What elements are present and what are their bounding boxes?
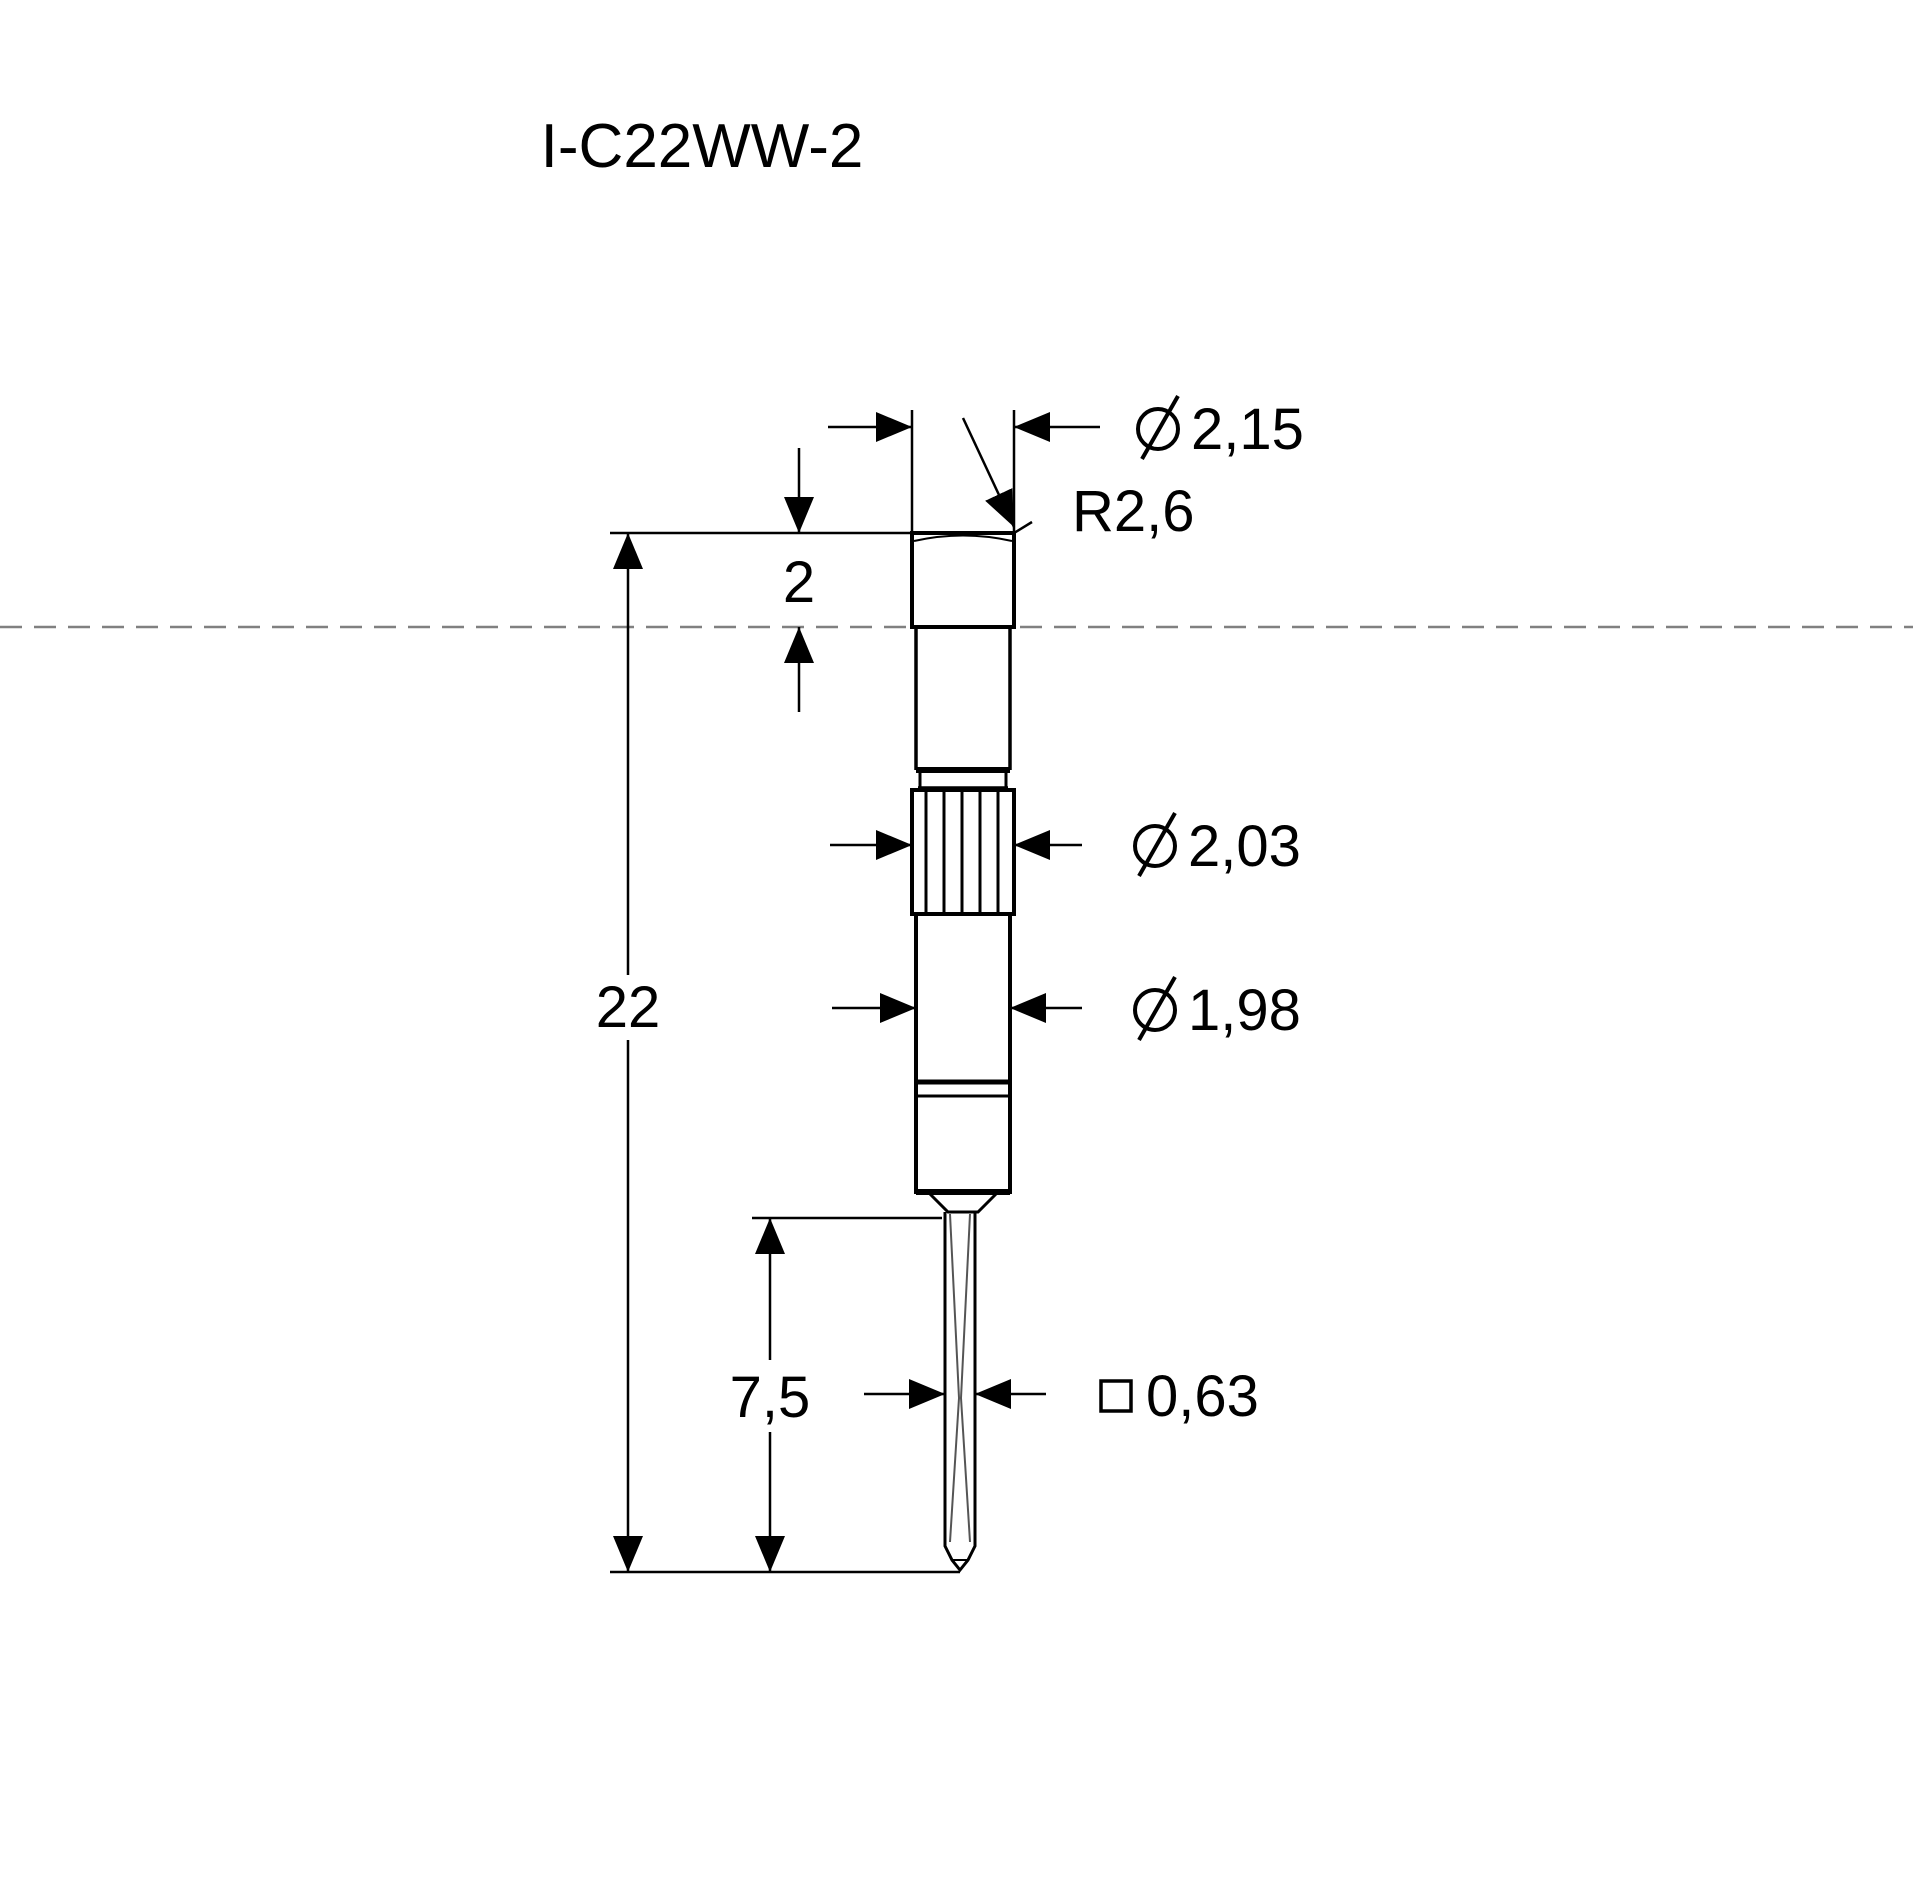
wire-wrap-pin [943, 1212, 977, 1573]
drawing-title: I-C22WW-2 [541, 112, 864, 181]
overall-length-value: 22 [596, 975, 661, 1040]
dim-head-diameter [828, 410, 1100, 533]
head-diameter-value: 2,15 [1191, 397, 1304, 462]
lower-body [914, 912, 1012, 1194]
diameter-symbol-icon [1133, 976, 1177, 1041]
dim-pin-length [752, 1216, 942, 1572]
diameter-symbol-icon [1136, 395, 1180, 460]
head-height-value: 2 [783, 550, 815, 615]
contact-outline [910, 531, 1016, 1573]
pin-length-value: 7,5 [730, 1365, 811, 1430]
dim-overall-length [610, 531, 960, 1574]
knurl-diameter-value: 2,03 [1188, 814, 1301, 879]
body-diameter-value: 1,98 [1188, 978, 1301, 1043]
square-symbol-icon [1099, 1379, 1133, 1413]
radius-value: R2,6 [1072, 479, 1195, 544]
pin-square-value: 0,63 [1146, 1364, 1259, 1429]
dim-radius [961, 417, 1033, 535]
head-cap [910, 531, 1016, 629]
diameter-symbol-icon [1133, 812, 1177, 877]
